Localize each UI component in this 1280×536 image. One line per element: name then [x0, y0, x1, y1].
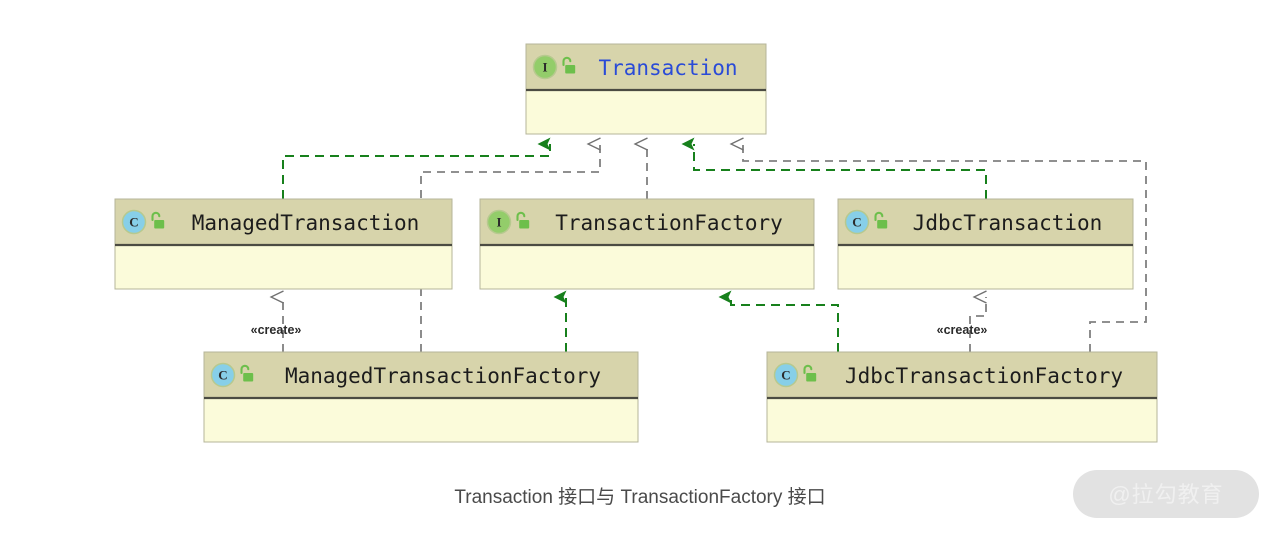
class-box-managed-transaction[interactable]: C ManagedTransaction — [114, 198, 453, 290]
class-name-label: ManagedTransaction — [192, 211, 420, 235]
box-header — [203, 351, 639, 399]
unlocked-padlock-icon — [240, 364, 254, 382]
class-box-jdbc-transaction-factory[interactable]: C JdbcTransactionFactory — [766, 351, 1158, 443]
watermark-pill — [1073, 470, 1259, 518]
class-name-label: ManagedTransactionFactory — [285, 364, 601, 388]
edge-line — [969, 297, 987, 352]
edge-label-create: «create» — [937, 323, 988, 337]
class-icon: C — [210, 362, 236, 388]
class-icon: C — [844, 209, 870, 235]
kind-letter: C — [129, 215, 138, 230]
class-name-label: JdbcTransactionFactory — [845, 364, 1123, 388]
edge-jdbc-transaction-factory-creates-jdbc-transaction: «create» — [937, 297, 988, 352]
class-name-label: Transaction — [598, 56, 737, 80]
edge-label-create: «create» — [251, 323, 302, 337]
unlocked-padlock-icon — [151, 211, 165, 229]
box-header — [479, 198, 815, 246]
kind-letter: I — [496, 215, 501, 230]
watermark-label: @拉勾教育 — [1108, 482, 1223, 507]
watermark: @拉勾教育 — [1073, 470, 1259, 518]
unlocked-padlock-icon — [874, 211, 888, 229]
class-box-managed-transaction-factory[interactable]: C ManagedTransactionFactory — [203, 351, 639, 443]
kind-letter: C — [218, 368, 227, 383]
class-box-transaction-factory[interactable]: I TransactionFactory — [479, 198, 815, 290]
edge-line — [718, 290, 839, 352]
unlocked-padlock-icon — [516, 211, 530, 229]
interface-icon: I — [486, 209, 512, 235]
edge-jdbc-transaction-realizes-transaction — [681, 137, 987, 199]
kind-letter: I — [542, 60, 547, 75]
class-box-jdbc-transaction[interactable]: C JdbcTransaction — [837, 198, 1134, 290]
kind-letter: C — [781, 368, 790, 383]
class-icon: C — [773, 362, 799, 388]
class-icon: C — [121, 209, 147, 235]
class-box-transaction[interactable]: I Transaction — [525, 43, 767, 135]
unlocked-padlock-icon — [562, 56, 576, 74]
kind-letter: C — [852, 215, 861, 230]
edge-line — [681, 137, 987, 199]
box-header — [766, 351, 1158, 399]
edge-managed-transaction-factory-creates-managed-transaction: «create» — [251, 297, 302, 352]
edge-jdbc-transaction-factory-realizes-transaction-factory — [718, 290, 839, 352]
edge-managed-transaction-realizes-transaction — [282, 137, 551, 199]
class-name-label: TransactionFactory — [555, 211, 783, 235]
diagram-caption: Transaction 接口与 TransactionFactory 接口 — [454, 486, 825, 508]
unlocked-padlock-icon — [803, 364, 817, 382]
edge-line — [282, 137, 551, 199]
interface-icon: I — [532, 54, 558, 80]
class-name-label: JdbcTransaction — [913, 211, 1103, 235]
